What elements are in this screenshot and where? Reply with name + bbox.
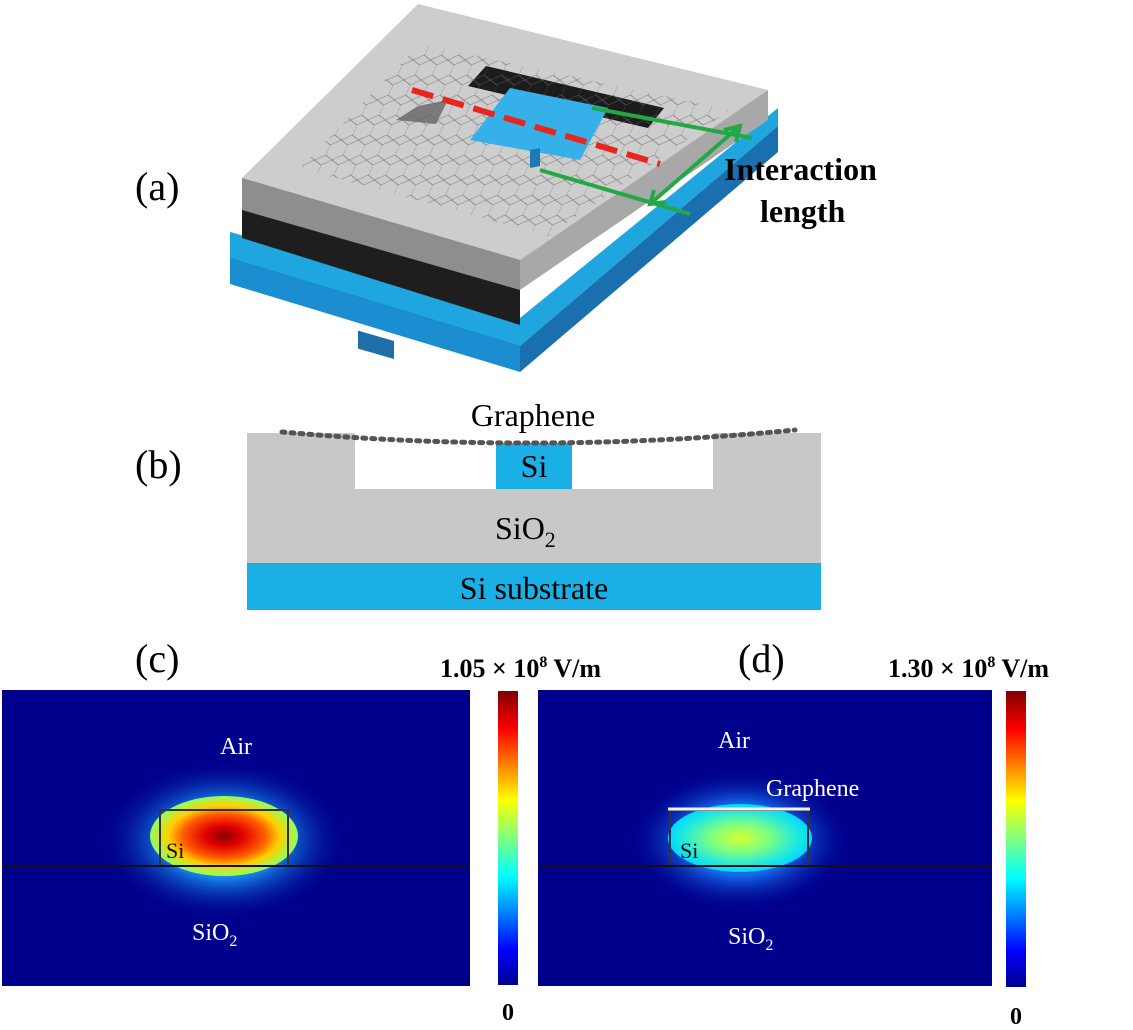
si-substrate-label: Si substrate — [460, 570, 608, 606]
field-hotspot-d — [668, 804, 812, 872]
colorbar-c-max: 1.05 × 108 V/m — [440, 654, 601, 683]
si-substrate-layer — [247, 563, 821, 610]
air-label-d: Air — [718, 728, 750, 754]
si-waveguide-top — [470, 88, 608, 160]
field-hotspot-c — [150, 796, 298, 876]
interaction-length-marker — [539, 106, 753, 216]
colorbar-c — [498, 691, 518, 985]
colorbar-c-min: 0 — [502, 1000, 514, 1026]
sio2-label-d: SiO2 — [728, 924, 773, 954]
panel-c-label: (c) — [135, 636, 179, 681]
colorbar-d — [1006, 691, 1026, 987]
si-label-d: Si — [680, 838, 698, 863]
chip-side-face — [520, 90, 768, 290]
panel-a-label: (a) — [135, 164, 179, 209]
panel-b: (b) Graphene Si SiO2 Si substrate — [135, 397, 821, 610]
graphene-sheet — [279, 427, 798, 446]
chip-front-face — [242, 178, 520, 290]
colorbar-d-max: 1.30 × 108 V/m — [888, 654, 1049, 683]
panel-c: (c) Air Si SiO2 1.05 × 108 V/m 0 — [2, 636, 601, 1026]
graphene-label-d: Graphene — [766, 776, 859, 802]
waveguide-facet — [358, 330, 394, 359]
sio2-label-c: SiO2 — [192, 920, 237, 950]
substrate-front — [230, 258, 520, 372]
colorbar-d-min: 0 — [1010, 1004, 1022, 1030]
substrate-slab — [230, 108, 778, 346]
air-label-c: Air — [220, 734, 252, 760]
panel-d-label: (d) — [738, 636, 785, 681]
cross-section-cut-line — [411, 87, 661, 167]
si-waveguide-core — [496, 443, 572, 489]
si-core-label: Si — [521, 448, 548, 484]
interaction-length-label: Interaction — [724, 151, 877, 187]
si-waveguide-edge — [530, 148, 540, 168]
panel-b-label: (b) — [135, 442, 182, 487]
graphene-label: Graphene — [471, 397, 595, 433]
panel-a: (a) Interaction length — [135, 4, 877, 372]
panel-d: (d) Air Graphene Si SiO2 1.30 × 108 V/m … — [538, 636, 1049, 1030]
sio2-label: SiO2 — [495, 510, 556, 552]
interaction-length-label-2: length — [760, 193, 846, 229]
substrate-side — [520, 126, 778, 372]
si-label-c: Si — [166, 838, 184, 863]
